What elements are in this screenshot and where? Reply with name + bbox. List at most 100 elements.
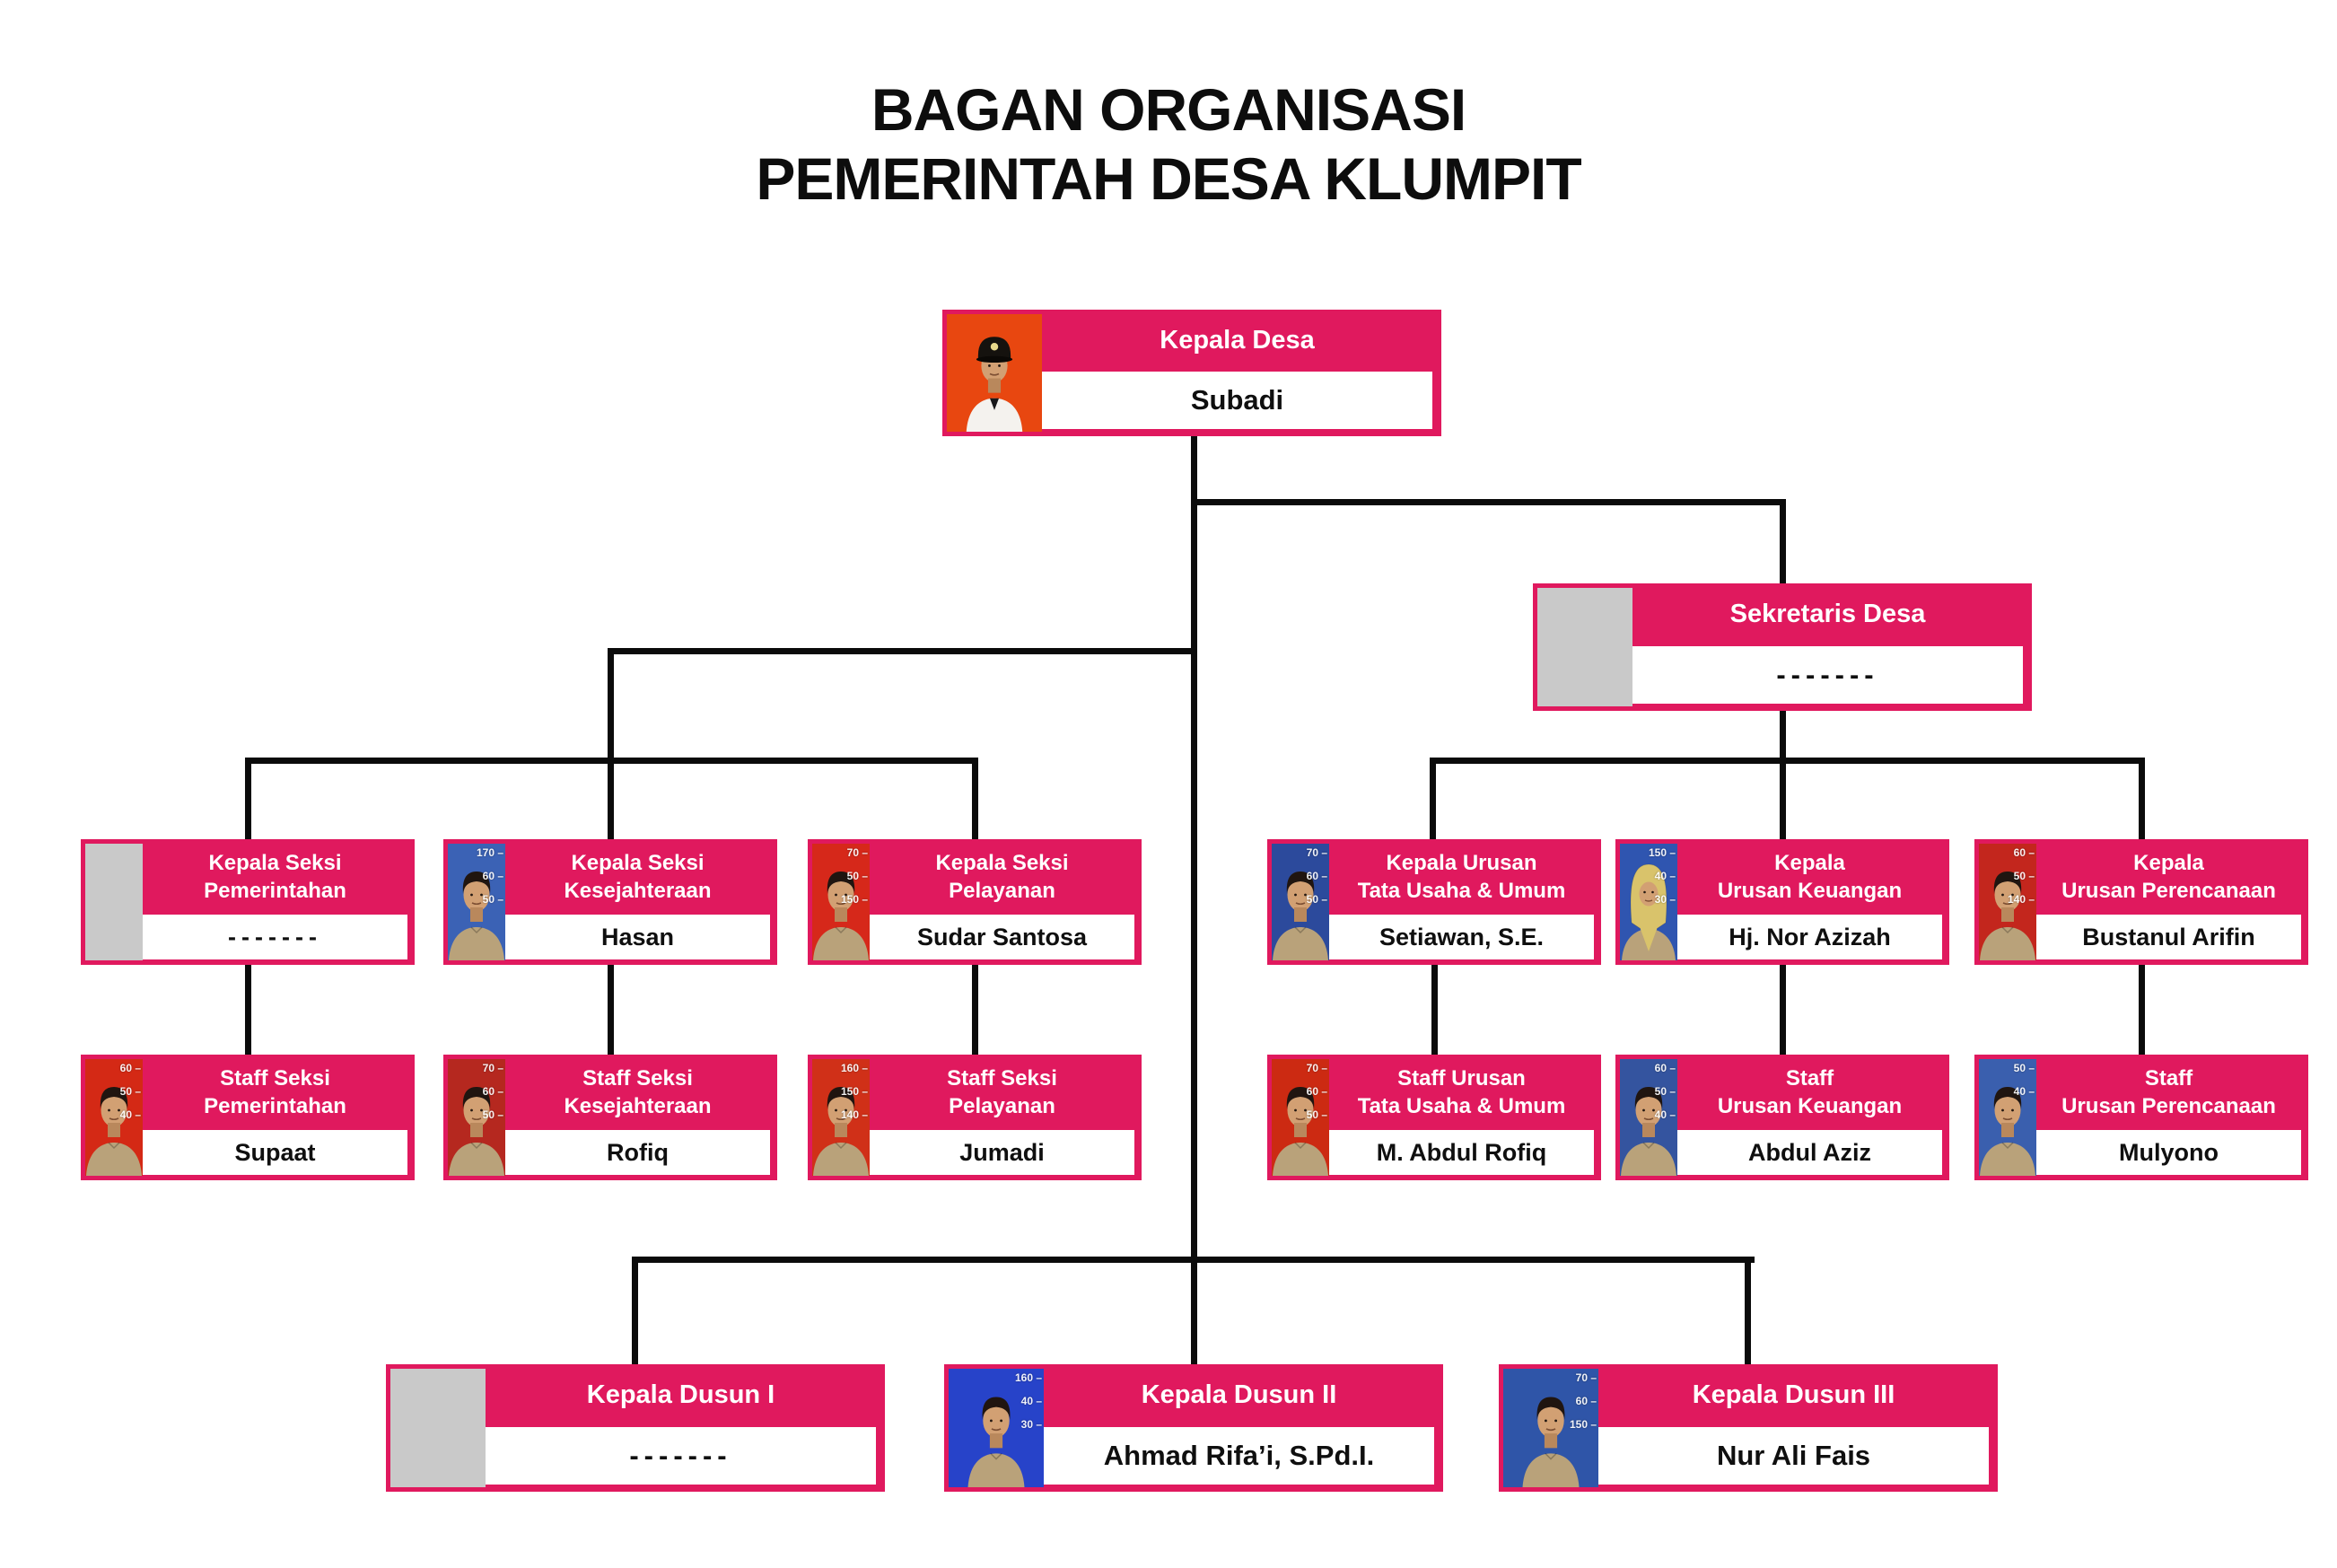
position-title-line: Pemerintahan — [204, 1094, 346, 1118]
connector-line — [972, 758, 978, 839]
position-title-line: Staff — [1785, 1065, 1834, 1091]
connector-line — [1430, 758, 2145, 764]
position-title-line: Kepala Seksi — [571, 850, 705, 875]
card-kepala-dusun-3: 70 –60 –150 – Kepala Dusun III Nur Ali F… — [1499, 1364, 1998, 1492]
position-title-line: Urusan Keuangan — [1717, 879, 1903, 903]
connector-line — [2139, 965, 2145, 1055]
member-photo: 60 –50 –40 – — [1620, 1059, 1677, 1176]
position-title-line: Pemerintahan — [204, 879, 346, 903]
connector-line — [1191, 499, 1786, 505]
member-name: ------- — [143, 915, 407, 959]
connector-line — [632, 1257, 638, 1364]
member-name: Hj. Nor Azizah — [1677, 915, 1942, 959]
position-title-line: Kepala Dusun II — [1141, 1380, 1337, 1410]
member-name: Abdul Aziz — [1677, 1130, 1942, 1175]
position-title-line: Staff Seksi — [582, 1065, 693, 1091]
connector-line — [245, 758, 978, 764]
position-title-line: Tata Usaha & Umum — [1357, 879, 1566, 903]
position-title-line: Kepala Dusun I — [586, 1380, 775, 1410]
position-title-line: Kepala Urusan — [1386, 850, 1537, 875]
member-photo: 60 –50 –140 – — [1979, 844, 2036, 960]
connector-line — [608, 648, 614, 839]
member-name: Rofiq — [505, 1130, 770, 1175]
person-photo-illustration — [813, 1087, 869, 1176]
member-photo: 70 –60 –50 – — [1272, 844, 1329, 960]
member-name: Supaat — [143, 1130, 407, 1175]
member-name: Ahmad Rifa’i, S.Pd.I. — [1044, 1427, 1434, 1485]
photo-placeholder — [1537, 588, 1632, 706]
position-title-line: Kesejahteraan — [564, 1094, 712, 1118]
position-title-line: Kepala — [2133, 850, 2204, 875]
connector-line — [608, 965, 614, 1055]
photo-placeholder — [390, 1369, 486, 1487]
person-photo-illustration — [966, 337, 1023, 432]
connector-line — [1780, 499, 1786, 583]
position-title-line: Staff Urusan — [1397, 1065, 1526, 1091]
person-photo-illustration — [813, 872, 869, 960]
position-title-line: Sekretaris Desa — [1729, 600, 1926, 629]
person-photo-illustration — [86, 1087, 142, 1176]
card-kepala-desa: Kepala Desa Subadi — [942, 310, 1441, 436]
position-title-line: Urusan Perencanaan — [2061, 879, 2276, 903]
member-name: Mulyono — [2036, 1130, 2301, 1175]
member-name: Bustanul Arifin — [2036, 915, 2301, 959]
person-photo-illustration — [1522, 1397, 1580, 1487]
card-kepala-dusun-2: 160 –40 –30 – Kepala Dusun II Ahmad Rifa… — [944, 1364, 1443, 1492]
member-photo: 170 –60 –50 – — [448, 844, 505, 960]
person-photo-illustration — [1273, 1087, 1328, 1176]
member-name: Subadi — [1042, 372, 1432, 429]
chart-title-line1: BAGAN ORGANISASI — [871, 76, 1466, 143]
chart-title: BAGAN ORGANISASI PEMERINTAH DESA KLUMPIT — [0, 75, 2337, 213]
position-title: Kepala Dusun I — [486, 1364, 876, 1427]
connector-line — [1780, 965, 1786, 1055]
member-name: Jumadi — [870, 1130, 1134, 1175]
member-photo: 70 –60 –150 – — [1503, 1369, 1598, 1487]
connector-line — [632, 1257, 1755, 1263]
member-name: M. Abdul Rofiq — [1329, 1130, 1594, 1175]
position-title: Kepala Desa — [1042, 310, 1432, 372]
person-photo-illustration — [1980, 872, 2035, 960]
person-photo-illustration — [1980, 1087, 2035, 1176]
member-name: ------- — [1632, 646, 2023, 704]
position-title: Kepala Dusun III — [1598, 1364, 1989, 1427]
photo-placeholder — [85, 844, 143, 960]
member-photo: 60 –50 –40 – — [85, 1059, 143, 1176]
position-title-line: Tata Usaha & Umum — [1357, 1094, 1566, 1118]
member-photo: 160 –150 –140 – — [812, 1059, 870, 1176]
person-photo-illustration — [967, 1397, 1025, 1487]
member-photo: 50 –40 – — [1979, 1059, 2036, 1176]
connector-line — [2139, 758, 2145, 839]
position-title-line: Kepala Dusun III — [1692, 1380, 1895, 1410]
person-photo-illustration — [449, 872, 504, 960]
connector-line — [1430, 758, 1436, 839]
person-photo-illustration — [449, 1087, 504, 1176]
position-title-line: Staff Seksi — [947, 1065, 1057, 1091]
card-kepala-dusun-1: Kepala Dusun I ------- — [386, 1364, 885, 1492]
member-photo — [947, 314, 1042, 432]
position-title-line: Kepala Desa — [1160, 325, 1315, 355]
position-title-line: Kepala — [1774, 850, 1845, 875]
person-photo-illustration — [1273, 872, 1328, 960]
connector-line — [245, 758, 251, 839]
position-title-line: Kesejahteraan — [564, 879, 712, 903]
member-name: Sudar Santosa — [870, 915, 1134, 959]
